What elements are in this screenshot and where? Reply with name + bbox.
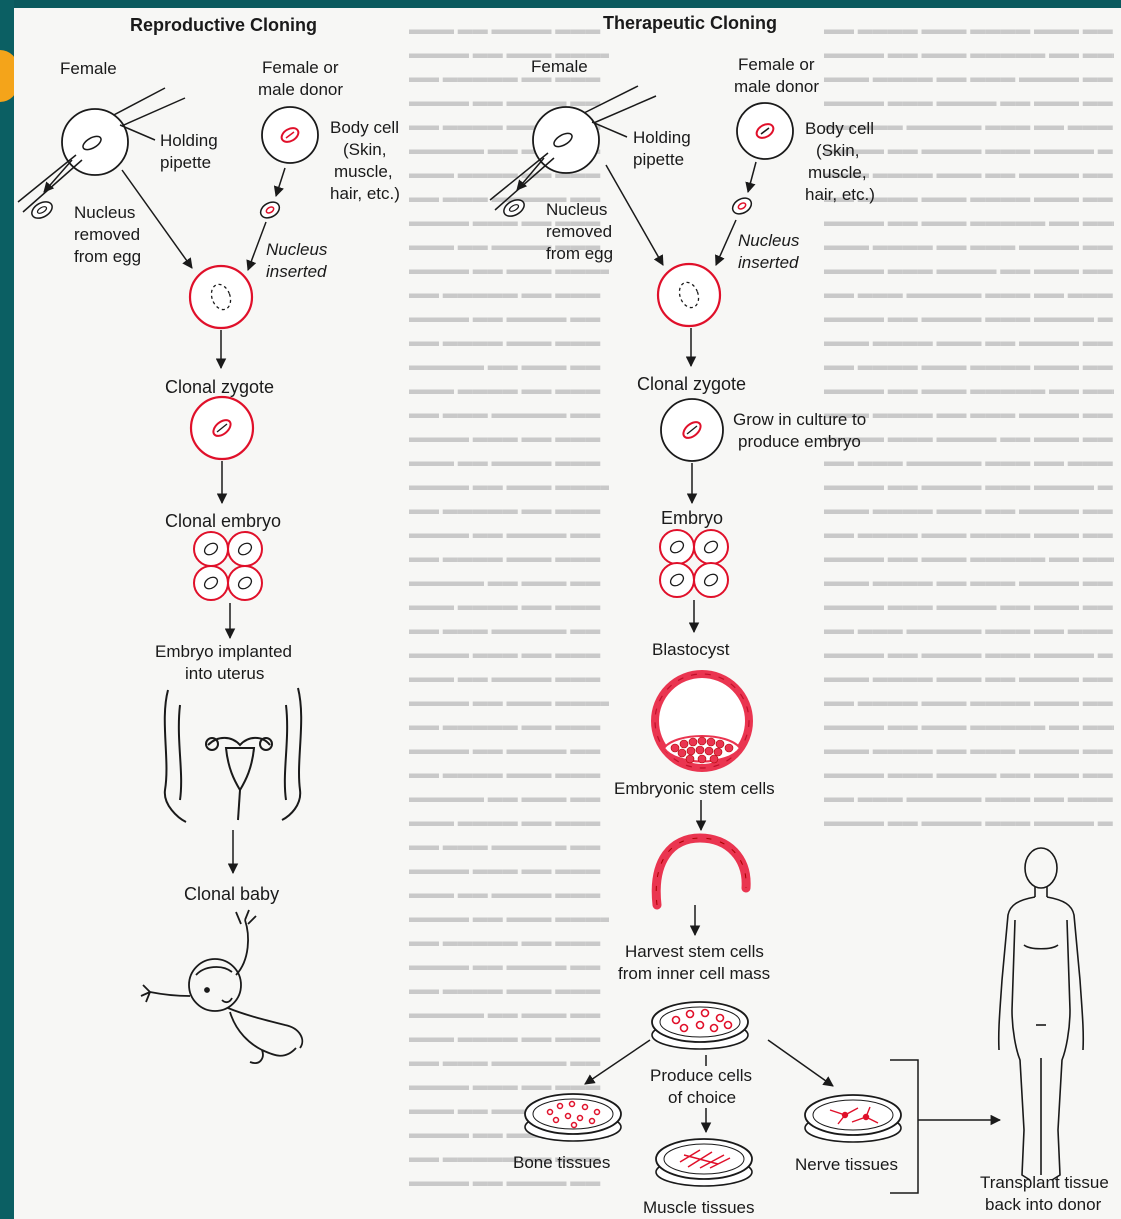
thera-nucleus-removed-line1: Nucleus (546, 200, 607, 219)
thera-donor-label-line1: Female or (738, 55, 815, 74)
thera-grow-line1: Grow in culture to (733, 410, 866, 429)
repro-body-cell (258, 107, 318, 221)
blastocyst (655, 674, 749, 768)
thera-body-cell-line2: (Skin, (816, 141, 859, 160)
thera-nucleus-inserted-line1: Nucleus (738, 231, 800, 250)
nerve-tissues-label: Nerve tissues (795, 1155, 898, 1174)
repro-nucleus-removed-line3: from egg (74, 247, 141, 266)
repro-nucleus-removed-line1: Nucleus (74, 203, 135, 222)
thera-blastocyst-label: Blastocyst (652, 640, 730, 659)
repro-clonal-zygote (191, 397, 253, 459)
repro-nucleus-inserted-line1: Nucleus (266, 240, 328, 259)
thera-embryo-label: Embryo (661, 508, 723, 528)
thera-body-cell (730, 103, 793, 217)
repro-clonal-embryo (194, 532, 262, 600)
thera-produce-line1: Produce cells (650, 1066, 752, 1085)
repro-clonal-baby-label: Clonal baby (184, 884, 279, 904)
repro-implanted-line2: into uterus (185, 664, 264, 683)
transplant-line1: Transplant tissue (980, 1173, 1109, 1192)
bone-tissues-label: Bone tissues (513, 1153, 610, 1172)
repro-body-cell-line4: hair, etc.) (330, 184, 400, 203)
repro-holding-pipette-line1: Holding (160, 131, 218, 150)
baby-illustration (141, 910, 302, 1063)
therapeutic-title: Therapeutic Cloning (603, 13, 777, 33)
muscle-tissues-label: Muscle tissues (643, 1198, 754, 1217)
repro-enucleated-egg (190, 266, 252, 328)
repro-body-cell-line2: (Skin, (343, 140, 386, 159)
repro-donor-label-line2: male donor (258, 80, 343, 99)
repro-donor-label-line1: Female or (262, 58, 339, 77)
uterus-illustration (165, 688, 301, 822)
repro-nucleus-inserted-line2: inserted (266, 262, 327, 281)
thera-clonal-zygote (661, 399, 723, 461)
thera-holding-pipette-line1: Holding (633, 128, 691, 147)
thera-embryo (660, 530, 728, 597)
thera-produce-line2: of choice (668, 1088, 736, 1107)
nerve-tissue-dish (805, 1095, 901, 1142)
harvested-blastocyst-half (656, 838, 746, 905)
thera-nucleus-removed-line3: from egg (546, 244, 613, 263)
repro-implanted-line1: Embryo implanted (155, 642, 292, 661)
repro-clonal-embryo-label: Clonal embryo (165, 511, 281, 531)
thera-body-cell-line3: muscle, (808, 163, 867, 182)
repro-female-label: Female (60, 59, 117, 78)
repro-body-cell-line3: muscle, (334, 162, 393, 181)
repro-clonal-zygote-label: Clonal zygote (165, 377, 274, 397)
thera-enucleated-egg (658, 264, 720, 326)
muscle-tissue-dish (656, 1139, 752, 1186)
therapeutic-cloning-panel: Therapeutic Cloning Female Female or mal… (490, 13, 1109, 1217)
thera-stem-cells-label: Embryonic stem cells (614, 779, 775, 798)
reproductive-cloning-panel: Reproductive Cloning Female Female or ma… (18, 15, 400, 1063)
thera-nucleus-inserted-line2: inserted (738, 253, 799, 272)
bone-tissue-dish (525, 1094, 621, 1141)
thera-harvest-line1: Harvest stem cells (625, 942, 764, 961)
thera-holding-pipette-line2: pipette (633, 150, 684, 169)
thera-harvest-line2: from inner cell mass (618, 964, 770, 983)
thera-donor-label-line2: male donor (734, 77, 819, 96)
repro-body-cell-line1: Body cell (330, 118, 399, 137)
stem-cell-culture-dish (652, 1002, 748, 1049)
thera-female-label: Female (531, 57, 588, 76)
thera-grow-line2: produce embryo (738, 432, 861, 451)
donor-body-illustration (999, 848, 1084, 1180)
thera-body-cell-line1: Body cell (805, 119, 874, 138)
thera-nucleus-removed-line2: removed (546, 222, 612, 241)
repro-nucleus-removed-line2: removed (74, 225, 140, 244)
reproductive-title: Reproductive Cloning (130, 15, 317, 35)
transplant-line2: back into donor (985, 1195, 1102, 1214)
thera-clonal-zygote-label: Clonal zygote (637, 374, 746, 394)
repro-holding-pipette-line2: pipette (160, 153, 211, 172)
thera-body-cell-line4: hair, etc.) (805, 185, 875, 204)
